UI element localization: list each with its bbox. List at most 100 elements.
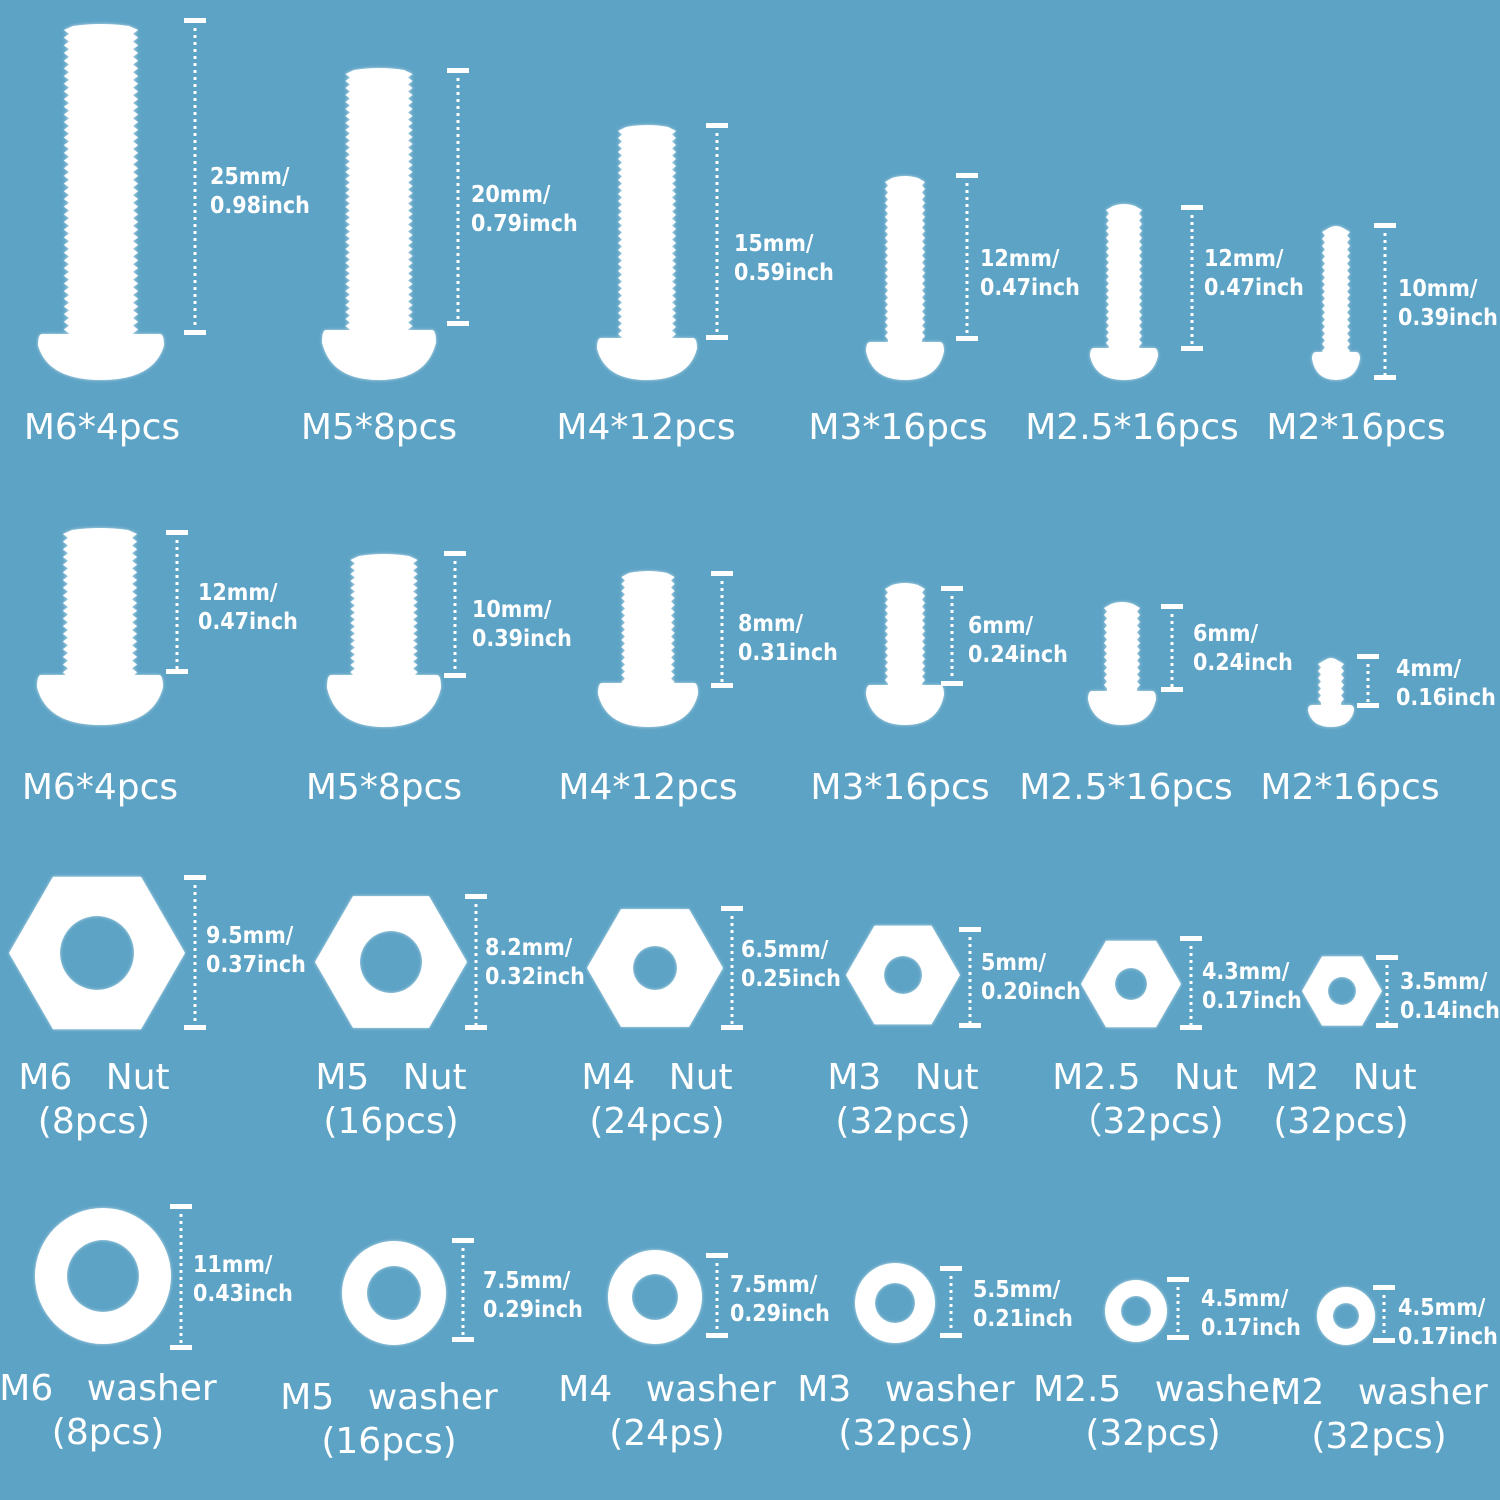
dimension-label: 7.5mm/0.29inch <box>730 1271 830 1329</box>
dimension-inch: 0.17inch <box>1398 1324 1498 1350</box>
dimension-inch: 0.47inch <box>980 275 1080 301</box>
dimension-label: 12mm/0.47inch <box>198 579 298 637</box>
measure-bar <box>447 68 469 326</box>
part-count: (32pcs) <box>1311 1416 1447 1457</box>
nut-label: M4 Nut(24pcs) <box>537 1056 777 1144</box>
part-name: M6 washer <box>0 1368 217 1409</box>
dimension-mm: 5mm/ <box>981 950 1047 976</box>
part-count: （32pcs) <box>1066 1101 1224 1142</box>
dimension-mm: 4mm/ <box>1396 656 1462 682</box>
measure-bar <box>1373 1285 1395 1343</box>
screw-long <box>597 125 697 380</box>
dimension-label: 20mm/0.79imch <box>471 181 578 239</box>
screw-label: M2*16pcs <box>1266 407 1446 448</box>
dimension-mm: 8mm/ <box>738 611 804 637</box>
screw-short <box>866 583 944 725</box>
dimension-inch: 0.29inch <box>730 1301 830 1327</box>
dimension-label: 15mm/0.59inch <box>734 230 834 288</box>
dimension-mm: 7.5mm/ <box>730 1272 818 1298</box>
dimension-label: 4.5mm/0.17inch <box>1201 1285 1301 1343</box>
screw-long <box>322 68 436 380</box>
dimension-label: 4mm/0.16inch <box>1396 655 1496 713</box>
part-name: M2.5 Nut <box>1052 1057 1238 1098</box>
dimension-mm: 8.2mm/ <box>485 935 573 961</box>
dimension-inch: 0.16inch <box>1396 685 1496 711</box>
part-count: (32pcs) <box>1085 1413 1221 1454</box>
measure-bar <box>956 173 978 341</box>
dimension-label: 8.2mm/0.32inch <box>485 934 585 992</box>
screw-label: M3*16pcs <box>808 407 988 448</box>
measure-bar <box>166 530 188 674</box>
measure-bar <box>941 586 963 686</box>
part-count: (24pcs) <box>589 1101 725 1142</box>
dimension-inch: 0.98inch <box>210 193 310 219</box>
dimension-inch: 0.20inch <box>981 979 1081 1005</box>
screw-long <box>1312 226 1360 380</box>
dimension-inch: 0.39inch <box>472 626 572 652</box>
screw-short <box>598 571 698 727</box>
dimension-inch: 0.32inch <box>485 964 585 990</box>
dimension-inch: 0.59inch <box>734 260 834 286</box>
measure-bar <box>184 18 206 335</box>
measure-bar <box>706 1253 728 1338</box>
screw-long <box>866 176 944 380</box>
measure-bar <box>940 1266 962 1338</box>
part-name: M5 washer <box>280 1377 498 1418</box>
screw-label: M6*4pcs <box>23 407 181 448</box>
dimension-label: 4.5mm/0.17inch <box>1398 1294 1498 1352</box>
measure-bar <box>1180 936 1202 1030</box>
washer <box>35 1208 171 1344</box>
measure-bar <box>452 1238 474 1342</box>
dimension-label: 7.5mm/0.29inch <box>483 1267 583 1325</box>
dimension-label: 6mm/0.24inch <box>1193 620 1293 678</box>
hex-nut <box>846 925 960 1025</box>
measure-bar <box>465 894 487 1030</box>
dimension-label: 8mm/0.31inch <box>738 610 838 668</box>
dimension-label: 3.5mm/0.14inch <box>1400 968 1500 1026</box>
dimension-mm: 4.5mm/ <box>1398 1295 1486 1321</box>
screw-short <box>1308 658 1354 727</box>
part-count: (32pcs) <box>838 1413 974 1454</box>
dimension-mm: 4.3mm/ <box>1202 959 1290 985</box>
screw-short <box>327 554 441 727</box>
part-name: M3 Nut <box>827 1057 979 1098</box>
dimension-mm: 10mm/ <box>472 597 552 623</box>
measure-bar <box>170 1204 192 1350</box>
nut-label: M2 Nut(32pcs) <box>1221 1056 1461 1144</box>
screw-label: M5*8pcs <box>305 767 463 808</box>
dimension-inch: 0.17inch <box>1201 1315 1301 1341</box>
dimension-inch: 0.29inch <box>483 1297 583 1323</box>
dimension-label: 6mm/0.24inch <box>968 612 1068 670</box>
dimension-inch: 0.79imch <box>471 211 578 237</box>
screw-short <box>37 528 163 725</box>
dimension-mm: 6.5mm/ <box>741 937 829 963</box>
dimension-label: 12mm/0.47inch <box>980 245 1080 303</box>
hex-nut <box>587 909 723 1027</box>
screw-label: M4*12pcs <box>556 407 736 448</box>
part-name: M2.5 washer <box>1033 1369 1285 1410</box>
dimension-inch: 0.25inch <box>741 966 841 992</box>
measure-bar <box>721 906 743 1030</box>
dimension-label: 12mm/0.47inch <box>1204 245 1304 303</box>
screw-label: M2.5*16pcs <box>1025 407 1239 448</box>
nut-label: M5 Nut(16pcs) <box>271 1056 511 1144</box>
washer-label: M6 washer(8pcs) <box>0 1367 228 1455</box>
washer-label: M2 washer(32pcs) <box>1259 1371 1499 1459</box>
dimension-inch: 0.37inch <box>206 952 306 978</box>
measure-bar <box>444 551 466 678</box>
washer <box>855 1263 935 1343</box>
dimension-label: 6.5mm/0.25inch <box>741 936 841 994</box>
dimension-inch: 0.24inch <box>1193 650 1293 676</box>
hex-nut <box>1302 956 1382 1026</box>
dimension-mm: 12mm/ <box>198 580 278 606</box>
part-name: M5 Nut <box>315 1057 467 1098</box>
measure-bar <box>184 875 206 1030</box>
part-count: (16pcs) <box>323 1101 459 1142</box>
dimension-inch: 0.17inch <box>1202 988 1302 1014</box>
dimension-mm: 7.5mm/ <box>483 1268 571 1294</box>
dimension-mm: 5.5mm/ <box>973 1277 1061 1303</box>
washer <box>608 1250 702 1344</box>
measure-bar <box>706 123 728 340</box>
nut-label: M3 Nut(32pcs) <box>783 1056 1023 1144</box>
